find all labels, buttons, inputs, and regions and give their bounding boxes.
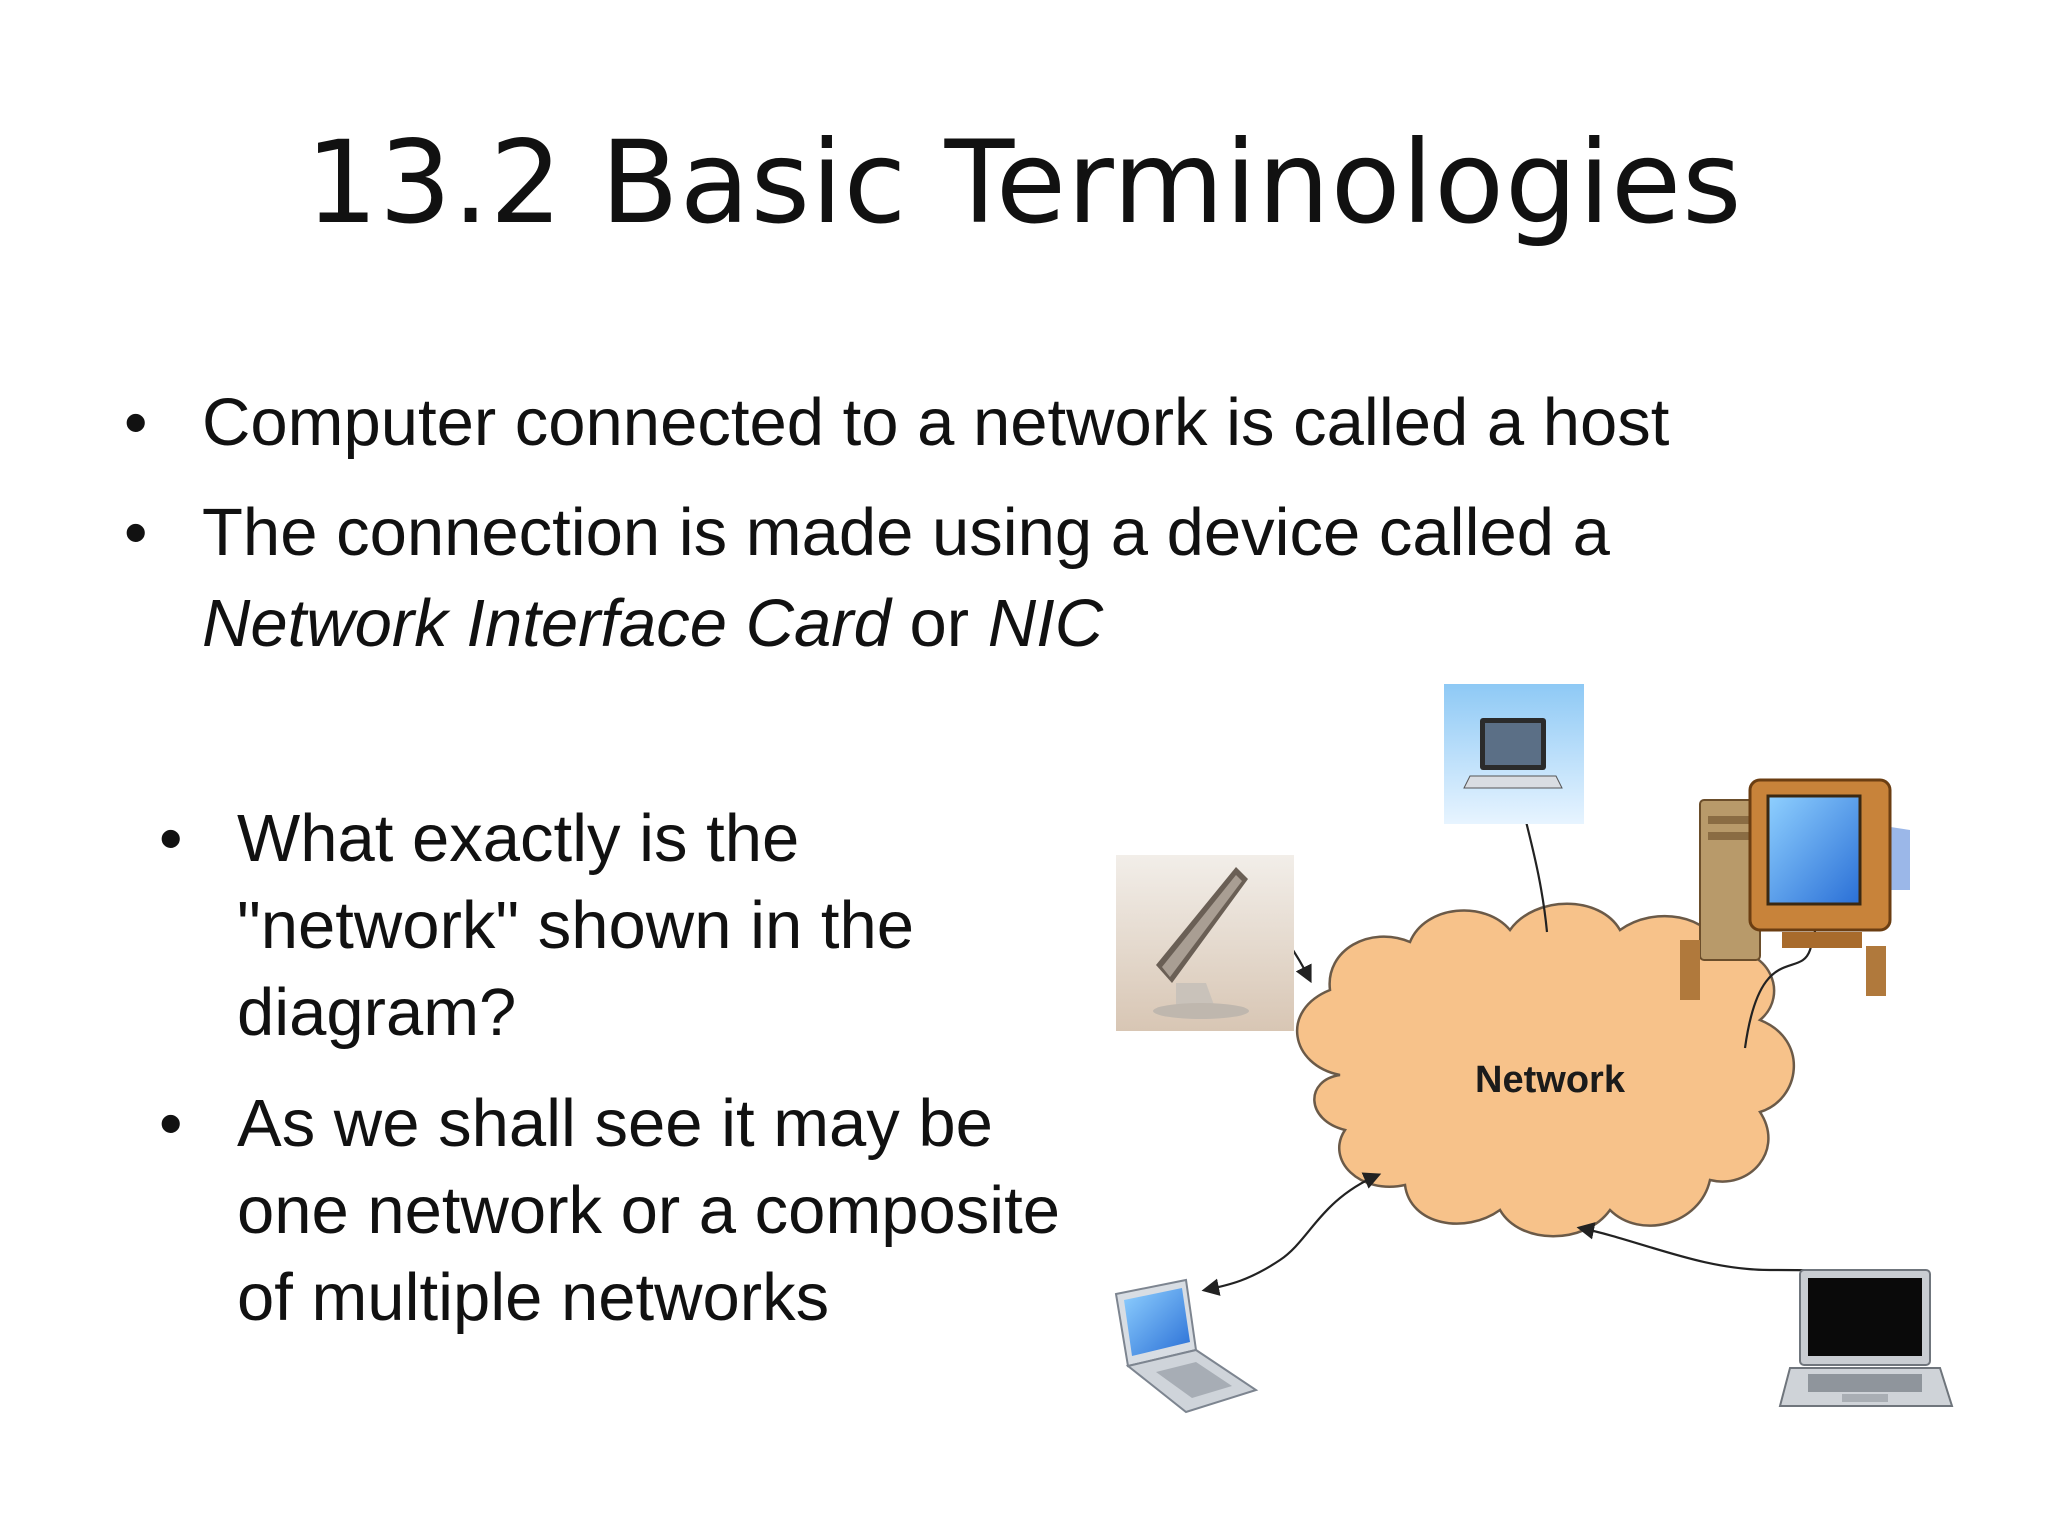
- monitor-icon: [1116, 855, 1294, 1031]
- nic-acronym: NIC: [987, 585, 1104, 661]
- bullet-text: The connection is made using a device ca…: [202, 495, 1610, 571]
- network-cloud: Network: [1295, 902, 1796, 1238]
- desktop-computer-icon: [1680, 778, 1910, 1000]
- laptop-icon: [1114, 1278, 1259, 1414]
- bullet-list: Computer connected to a network is calle…: [120, 378, 1940, 689]
- bullet-text: Computer connected to a network is calle…: [202, 385, 1670, 460]
- laptop-icon: [1444, 684, 1584, 824]
- bullet-item: Computer connected to a network is calle…: [120, 378, 1940, 469]
- bullet-text: As we shall see it may be one network or…: [237, 1086, 1061, 1336]
- laptop-icon: [1778, 1269, 1954, 1407]
- nic-full-term: Network Interface Card: [202, 585, 891, 661]
- bullet-text: What exactly is the "network" shown in t…: [237, 801, 914, 1051]
- bullet-item: The connection is made using a device ca…: [120, 488, 1940, 669]
- side-bullet-list: What exactly is the "network" shown in t…: [155, 795, 1085, 1366]
- bullet-item: What exactly is the "network" shown in t…: [155, 795, 1085, 1056]
- bullet-item: As we shall see it may be one network or…: [155, 1080, 1085, 1341]
- slide-title: 13.2 Basic Terminologies: [305, 116, 1743, 249]
- network-diagram: Network: [1114, 684, 1954, 1414]
- bullet-text-or: or: [890, 585, 988, 661]
- cloud-label: Network: [1475, 1059, 1626, 1101]
